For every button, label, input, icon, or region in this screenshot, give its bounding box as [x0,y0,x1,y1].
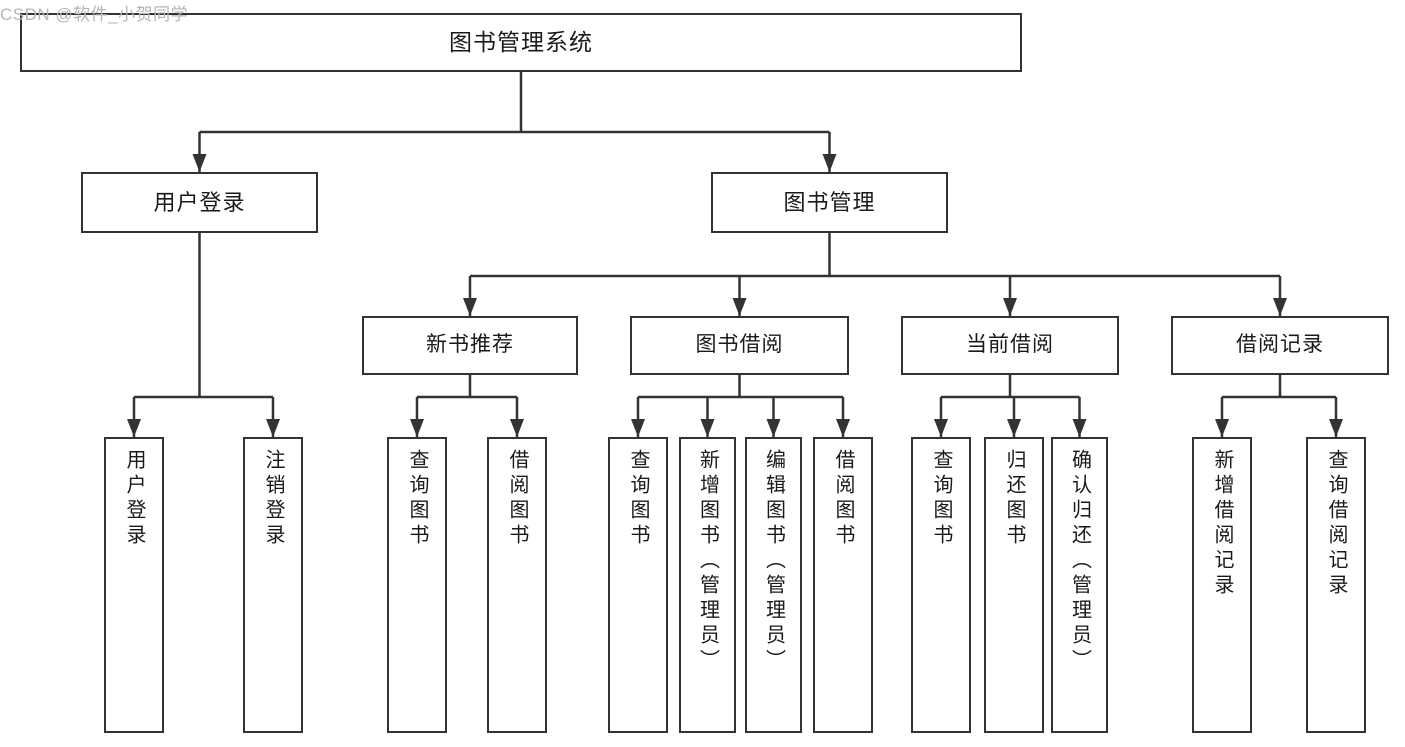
arrowhead-icon [1007,419,1021,437]
watermark: CSDN @软件_小贺同学 [0,5,189,24]
node-l3-a1[interactable]: 用户登录 [104,437,164,733]
arrowhead-icon [1072,419,1087,437]
node-label: 图书管理 [783,189,876,215]
arrowhead-icon [732,298,747,316]
node-label: 借阅图书 [832,449,854,549]
node-l3-e1[interactable]: 新增借阅记录 [1192,437,1252,733]
node-l3-c3[interactable]: 编辑图书（管理员） [745,437,802,733]
node-label: 用户登录 [123,449,145,549]
node-label: 当前借阅 [966,333,1054,357]
node-label: 图书管理系统 [449,29,593,56]
node-label: 查询图书 [627,449,649,549]
node-label: 编辑图书（管理员） [762,449,785,674]
arrowhead-icon [1003,298,1017,316]
node-label: 新增借阅记录 [1211,449,1233,599]
arrowhead-icon [192,154,207,172]
node-l3-c2[interactable]: 新增图书（管理员） [679,437,736,733]
arrowhead-icon [410,419,424,437]
node-l1-login[interactable]: 用户登录 [81,172,318,233]
arrowhead-icon [822,154,837,172]
node-label: 用户登录 [153,189,246,215]
node-label: 借阅记录 [1236,333,1324,357]
arrowhead-icon [631,419,645,437]
node-l2-newbook[interactable]: 新书推荐 [362,316,578,375]
node-label: 归还图书 [1003,449,1025,549]
node-label: 确认归还（管理员） [1068,449,1091,674]
node-l2-records[interactable]: 借阅记录 [1171,316,1389,375]
arrowhead-icon [127,419,141,437]
node-label: 注销登录 [262,449,284,549]
node-l3-d1[interactable]: 查询图书 [911,437,971,733]
arrowhead-icon [1215,419,1229,437]
arrowhead-icon [510,419,524,437]
arrowhead-icon [1273,298,1287,316]
node-l2-borrow[interactable]: 图书借阅 [630,316,849,375]
node-l3-c1[interactable]: 查询图书 [608,437,668,733]
node-label: 新增图书（管理员） [696,449,719,674]
arrowhead-icon [266,419,280,437]
node-l2-current[interactable]: 当前借阅 [901,316,1119,375]
arrowhead-icon [700,419,715,437]
node-label: 借阅图书 [506,449,528,549]
node-l3-d2[interactable]: 归还图书 [984,437,1044,733]
node-l3-a2[interactable]: 注销登录 [243,437,303,733]
node-l3-b1[interactable]: 查询图书 [387,437,447,733]
arrowhead-icon [766,419,781,437]
node-label: 图书借阅 [695,333,784,357]
arrowhead-icon [463,298,477,316]
node-l3-d3[interactable]: 确认归还（管理员） [1051,437,1108,733]
arrowhead-icon [934,419,948,437]
arrowhead-icon [836,419,850,437]
arrowhead-icon [1329,419,1343,437]
node-l1-bookmgr[interactable]: 图书管理 [711,172,948,233]
node-l3-b2[interactable]: 借阅图书 [487,437,547,733]
node-label: 新书推荐 [426,333,514,357]
node-label: 查询借阅记录 [1325,449,1347,599]
node-l3-e2[interactable]: 查询借阅记录 [1306,437,1366,733]
node-label: 查询图书 [406,449,428,549]
node-label: 查询图书 [930,449,952,549]
node-root[interactable]: 图书管理系统 [20,13,1022,72]
node-l3-c4[interactable]: 借阅图书 [813,437,873,733]
